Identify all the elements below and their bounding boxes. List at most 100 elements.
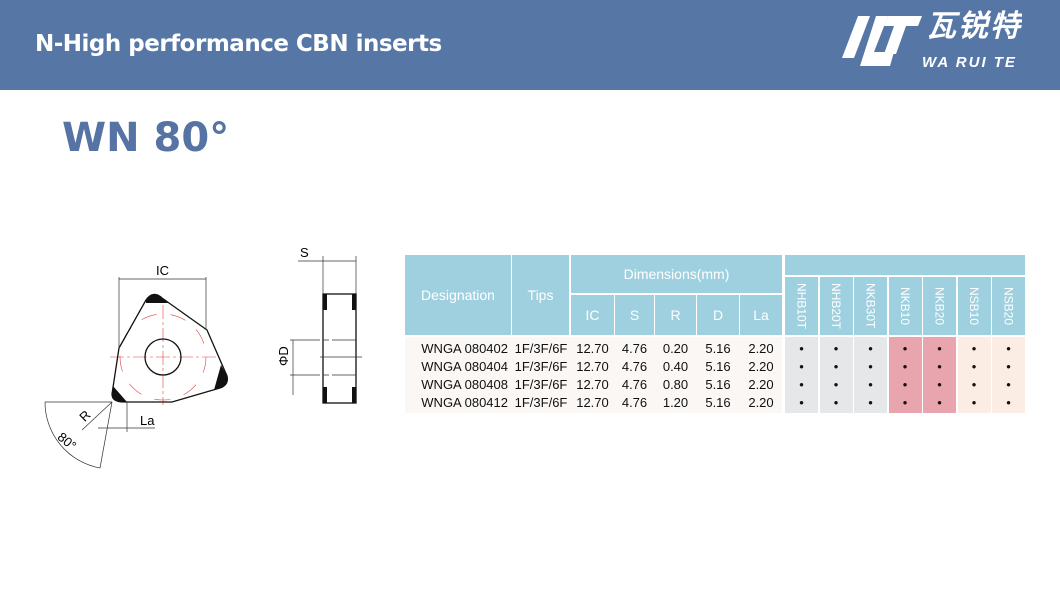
grade-availability-mark: •	[799, 358, 804, 374]
header-grade: NSB20	[992, 277, 1025, 335]
cbn-tip-right	[214, 365, 228, 390]
grade-availability-mark: •	[868, 340, 873, 356]
angle-label: 80°	[55, 429, 80, 453]
table-row-designation: WNGA 080408	[421, 376, 508, 392]
side-view: S ΦD	[276, 245, 362, 404]
ic-label: IC	[156, 263, 169, 278]
table-row-dim: 1.20	[662, 394, 689, 410]
table-row-dim: 2.20	[748, 358, 774, 374]
table-row-dim: 2.20	[748, 394, 774, 410]
table-row-tips: 1F/3F/6F	[514, 340, 568, 356]
grade-availability-mark: •	[937, 340, 942, 356]
header-grade: NHB20T	[819, 277, 853, 335]
table-row-tips: 1F/3F/6F	[514, 358, 568, 374]
header-dim: La	[740, 295, 782, 335]
cbn-tip-left	[112, 386, 127, 402]
header-grade: NSB10	[957, 277, 991, 335]
table-row-dim: 12.70	[576, 376, 609, 392]
grade-availability-mark: •	[833, 394, 839, 410]
grade-column-bg	[992, 337, 1025, 413]
grade-availability-mark: •	[868, 394, 873, 410]
table-row-designation: WNGA 080402	[421, 340, 508, 356]
logo-text-en: WA RUI TE	[922, 54, 1017, 71]
brand-logo: 瓦锐特 WA RUI TE	[838, 10, 1048, 76]
grade-column-bg	[854, 337, 887, 413]
header-dimensions: Dimensions(mm)	[571, 255, 782, 293]
grade-availability-mark: •	[833, 340, 839, 356]
dimension-lines	[44, 277, 207, 469]
header-dim: R	[655, 295, 696, 335]
grade-column-bg	[785, 337, 818, 413]
header-grade: NHB10T	[785, 277, 818, 335]
header-tips: Tips	[512, 255, 569, 335]
grade-availability-mark: •	[971, 358, 977, 374]
grade-availability-mark: •	[937, 376, 942, 392]
table-row-dim: 4.76	[621, 358, 648, 374]
grade-availability-mark: •	[902, 376, 908, 392]
grade-availability-mark: •	[799, 394, 804, 410]
grade-column-bg	[888, 337, 922, 413]
table-row-dim: 5.16	[705, 340, 731, 356]
grade-availability-mark: •	[868, 376, 873, 392]
table-row-dim: 4.76	[621, 394, 648, 410]
grade-column-bg	[819, 337, 853, 413]
table-row-dim: 5.16	[705, 358, 731, 374]
logo-text-cn: 瓦锐特	[926, 10, 1022, 43]
grade-availability-mark: •	[1006, 394, 1011, 410]
header-dim: D	[697, 295, 739, 335]
grade-availability-mark: •	[971, 376, 977, 392]
table-row-dim: 12.70	[576, 394, 609, 410]
table-body-bg	[405, 337, 782, 413]
insert-drawing: IC R La 80° S ΦD	[44, 245, 362, 469]
grade-availability-mark: •	[971, 340, 977, 356]
grade-availability-mark: •	[833, 376, 839, 392]
grade-availability-mark: •	[1006, 340, 1011, 356]
grade-availability-mark: •	[937, 358, 942, 374]
grade-availability-mark: •	[1006, 358, 1011, 374]
logo-mark-icon	[842, 16, 922, 66]
grade-availability-mark: •	[868, 358, 873, 374]
grade-column-bg	[957, 337, 991, 413]
center-lines	[110, 305, 218, 405]
table-row-dim: 12.70	[576, 340, 609, 356]
table-row-designation: WNGA 080412	[421, 394, 508, 410]
table-row-dim: 0.40	[662, 358, 689, 374]
grade-availability-mark: •	[1006, 376, 1011, 392]
table-row-dim: 4.76	[621, 376, 648, 392]
table-row-dim: 5.16	[705, 376, 731, 392]
grade-availability-mark: •	[902, 358, 908, 374]
table-row-designation: WNGA 080404	[421, 358, 508, 374]
grade-availability-mark: •	[799, 340, 804, 356]
grade-availability-mark: •	[902, 394, 908, 410]
table-row-dim: 2.20	[748, 376, 774, 392]
header-designation: Designation	[405, 255, 511, 335]
d-label: ΦD	[276, 346, 291, 366]
grade-availability-mark: •	[833, 358, 839, 374]
header-grade: NKB10	[888, 277, 922, 335]
cbn-tip-top	[146, 294, 168, 303]
table-row-dim: 0.20	[662, 340, 689, 356]
header-dim: IC	[571, 295, 614, 335]
grade-availability-mark: •	[799, 376, 804, 392]
header-grade: NKB30T	[854, 277, 887, 335]
table-row-dim: 2.20	[748, 340, 774, 356]
table-row-tips: 1F/3F/6F	[514, 394, 568, 410]
page-title: N-High performance CBN inserts	[35, 31, 442, 57]
insert-outline	[111, 293, 228, 403]
grade-availability-mark: •	[937, 394, 942, 410]
header-grade: NKB20	[923, 277, 956, 335]
header-bar: N-High performance CBN inserts 瓦锐特 WA RU…	[0, 0, 1060, 90]
table-row-dim: 5.16	[705, 394, 731, 410]
insert-hole	[144, 338, 182, 376]
section-title: WN 80°	[62, 115, 230, 161]
table-row-tips: 1F/3F/6F	[514, 376, 568, 392]
grade-column-bg	[923, 337, 956, 413]
la-label: La	[140, 413, 155, 428]
table-row-dim: 0.80	[662, 376, 689, 392]
table-row-dim: 12.70	[576, 358, 609, 374]
grade-availability-mark: •	[971, 394, 977, 410]
header-dim: S	[615, 295, 654, 335]
header-grades-group	[785, 255, 1025, 275]
table-row-dim: 4.76	[621, 340, 648, 356]
grade-availability-mark: •	[902, 340, 908, 356]
